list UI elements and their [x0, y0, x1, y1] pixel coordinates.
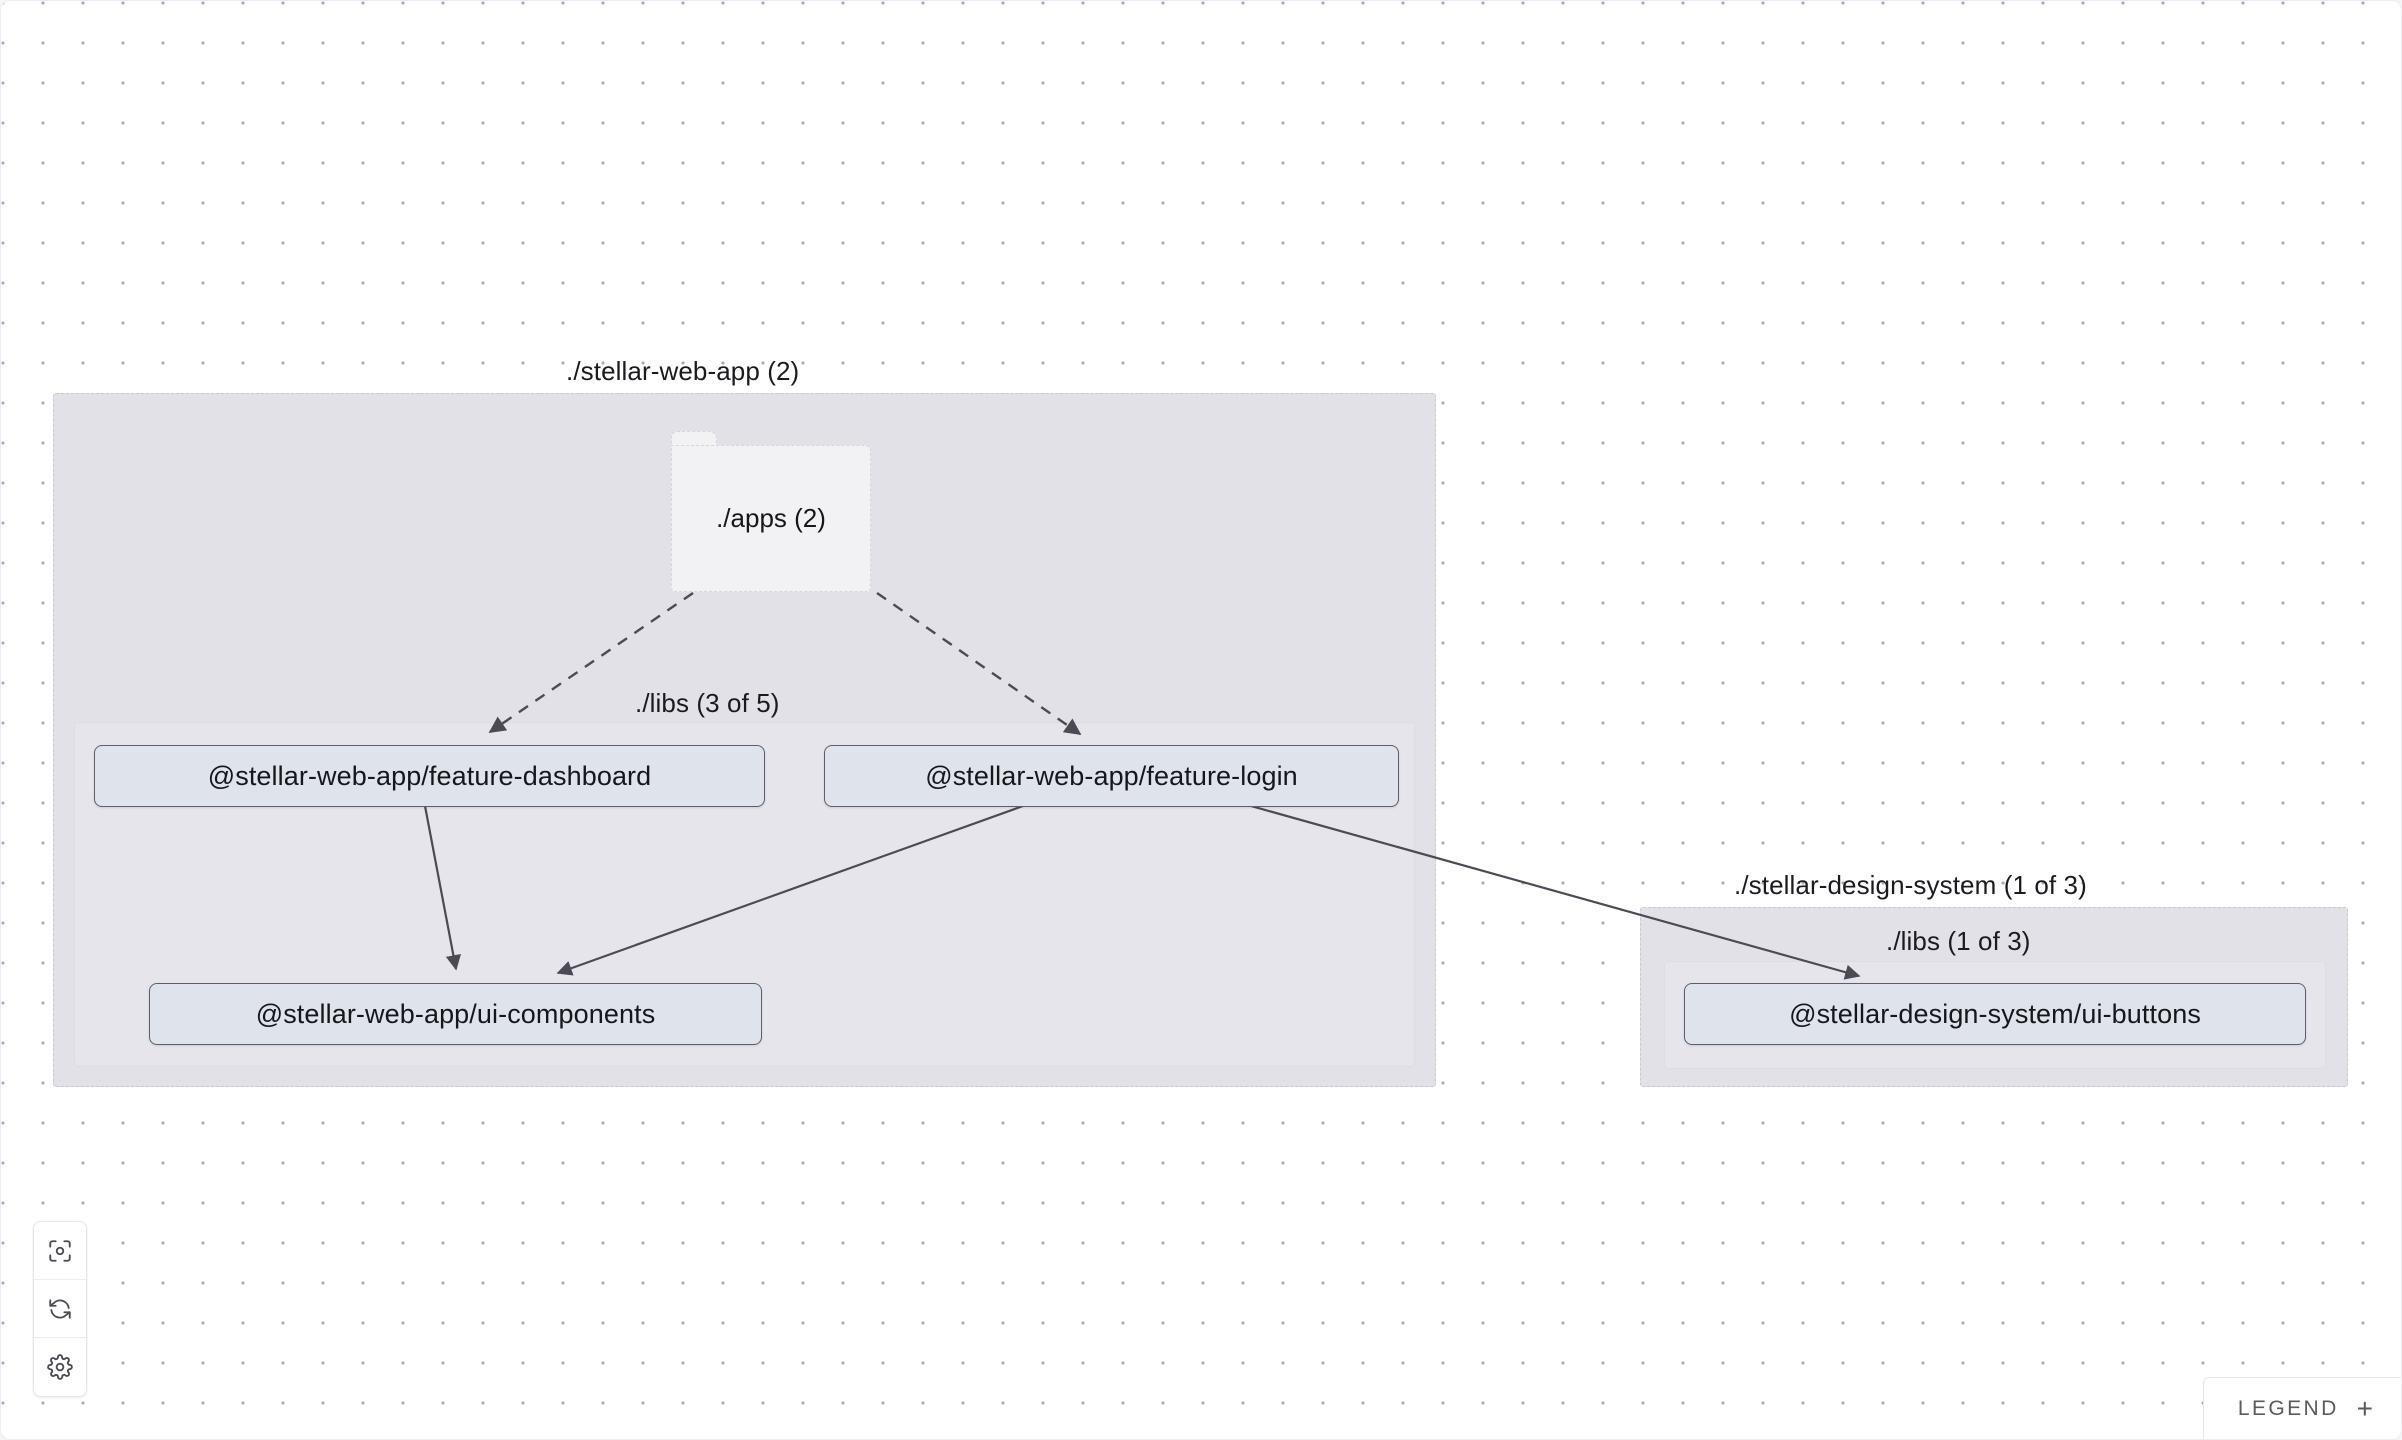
project-node-feature-login[interactable]: @stellar-web-app/feature-login — [824, 745, 1399, 807]
legend-expand-icon[interactable]: + — [2356, 1392, 2373, 1424]
focus-graph-button[interactable] — [34, 1222, 86, 1280]
settings-button[interactable] — [34, 1338, 86, 1396]
project-node-label: @stellar-web-app/ui-components — [255, 998, 656, 1029]
folder-body[interactable]: ./apps (2) — [671, 445, 871, 592]
project-node-label: @stellar-web-app/feature-login — [925, 760, 1298, 791]
legend-label: LEGEND — [2237, 1396, 2339, 1420]
legend-panel-toggle[interactable]: LEGEND + — [2202, 1377, 2401, 1439]
project-node-ui-components[interactable]: @stellar-web-app/ui-components — [149, 983, 762, 1045]
project-node-label: @stellar-web-app/feature-dashboard — [207, 760, 652, 791]
canvas-toolbar[interactable] — [33, 1221, 87, 1397]
group-title-stellar-web-app: ./stellar-web-app (2) — [566, 356, 800, 386]
refresh-icon — [47, 1296, 73, 1322]
folder-node-label: ./apps (2) — [716, 503, 826, 533]
group-title-stellar-design-system-libs: ./libs (1 of 3) — [1886, 926, 2031, 956]
project-node-ui-buttons[interactable]: @stellar-design-system/ui-buttons — [1684, 983, 2306, 1045]
folder-tab-icon — [671, 431, 717, 447]
group-title-stellar-design-system: ./stellar-design-system (1 of 3) — [1734, 870, 2087, 900]
project-node-feature-dashboard[interactable]: @stellar-web-app/feature-dashboard — [94, 745, 765, 807]
group-title-stellar-web-app-libs: ./libs (3 of 5) — [635, 688, 780, 718]
project-node-label: @stellar-design-system/ui-buttons — [1789, 998, 2201, 1029]
focus-target-icon — [47, 1238, 73, 1264]
refresh-button[interactable] — [34, 1280, 86, 1338]
gear-icon — [47, 1354, 73, 1380]
